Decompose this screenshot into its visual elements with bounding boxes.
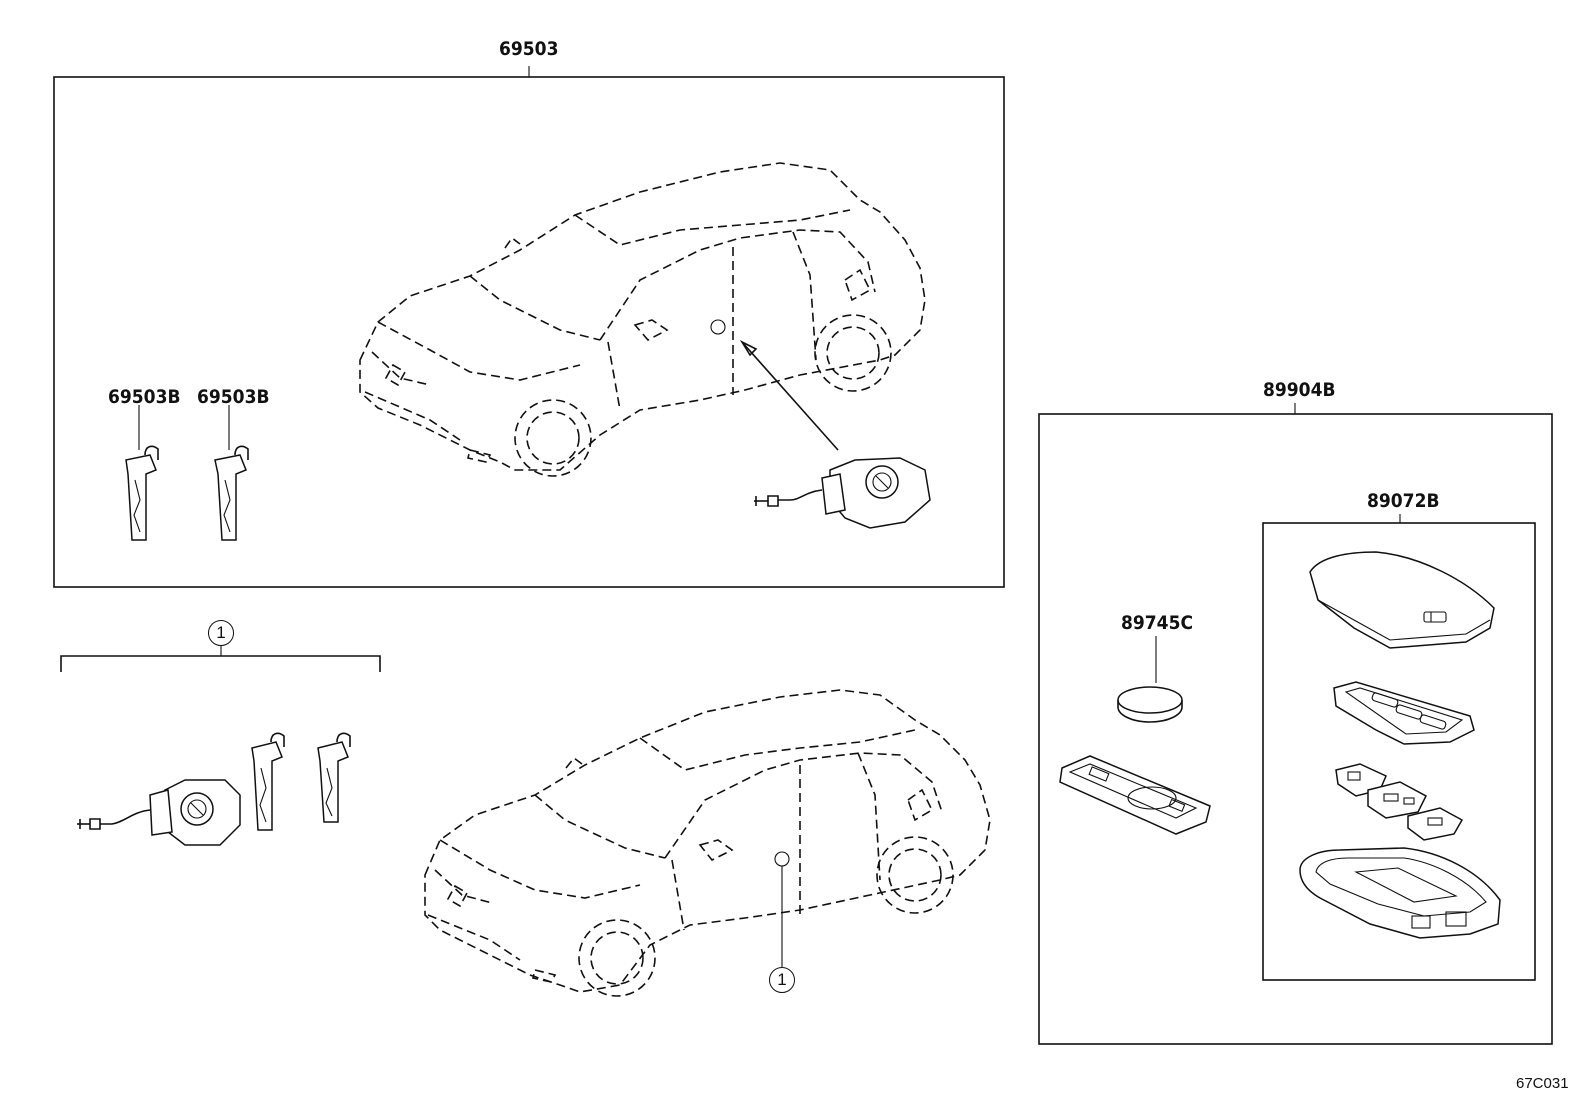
case-clips [1335, 763, 1464, 841]
battery-89745C [1117, 636, 1183, 723]
label-69503B-right: 69503B [197, 386, 270, 408]
label-69503B-left: 69503B [108, 386, 181, 408]
label-89904B: 89904B [1263, 379, 1336, 401]
door-lock-cylinder-lower [77, 779, 241, 846]
vehicle-upper-illustration [359, 162, 926, 477]
transmitter-board [1059, 755, 1211, 835]
key-blade-group-left [251, 732, 285, 831]
label-89072B: 89072B [1367, 490, 1440, 512]
key-blade-left [125, 405, 159, 541]
group-marker-1-car: 1 [769, 967, 795, 993]
figure-code: 67C031 [1516, 1075, 1569, 1092]
group-bracket-1 [60, 645, 381, 672]
kit-box-69503 [53, 66, 1005, 588]
label-69503: 69503 [499, 38, 559, 60]
key-blade-right [214, 405, 249, 541]
button-pad [1333, 681, 1475, 745]
case-box-89072B [1262, 514, 1536, 981]
case-cover-top [1309, 551, 1495, 649]
door-lock-cylinder-upper [754, 457, 931, 529]
label-89745C: 89745C [1121, 612, 1194, 634]
key-blade-group-right [317, 732, 351, 823]
transmitter-box-89904B [1038, 403, 1553, 1045]
group-marker-1-top: 1 [208, 620, 234, 646]
vehicle-lower-illustration [424, 689, 991, 997]
case-bottom [1299, 847, 1501, 939]
